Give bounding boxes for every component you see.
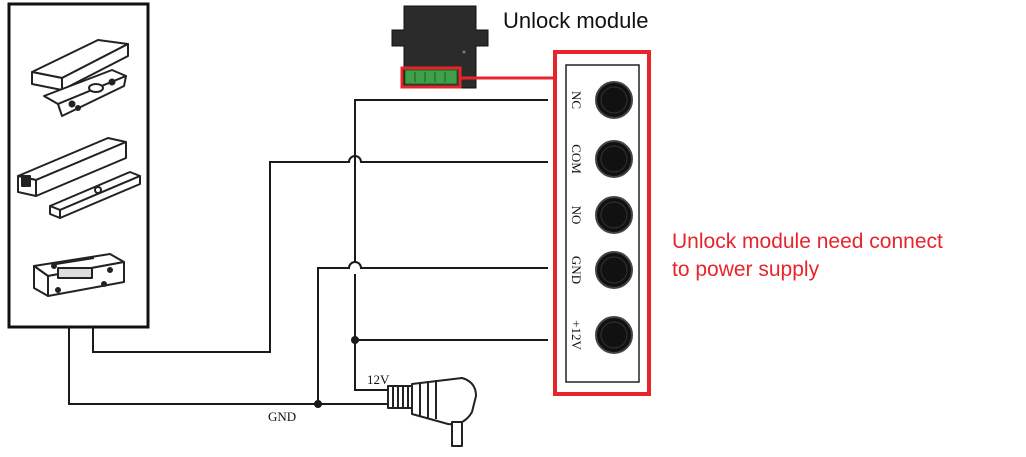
terminal-no: NO xyxy=(569,196,633,234)
terminal-label: NO xyxy=(569,206,584,225)
junction-dot xyxy=(314,400,322,408)
electric-strike-icon xyxy=(31,39,129,117)
magnetic-lock-icon xyxy=(17,137,141,219)
terminal-label: COM xyxy=(569,144,584,174)
terminal-panel: NC COM NO GND +12V xyxy=(553,50,651,396)
junction-dot xyxy=(351,336,359,344)
wires xyxy=(68,99,548,405)
module-title: Unlock module xyxy=(503,8,649,33)
terminal-block xyxy=(404,69,458,85)
wire-12v xyxy=(354,274,396,391)
terminal-label: NC xyxy=(569,91,584,109)
wire-lock-ground xyxy=(68,326,396,405)
power-note-line2: to power supply xyxy=(672,258,820,281)
power-adapter-icon xyxy=(387,377,477,447)
wire-nc xyxy=(354,99,548,155)
terminal-plus12v: +12V xyxy=(569,316,633,354)
unlock-module xyxy=(391,5,489,89)
label-12v: 12V xyxy=(367,372,390,387)
terminal-nc: NC xyxy=(569,81,633,119)
terminal-com: COM xyxy=(569,140,633,178)
terminal-label: +12V xyxy=(569,320,584,350)
bolt-lock-icon xyxy=(33,253,125,297)
power-note-line1: Unlock module need connect xyxy=(672,230,943,253)
wire-com xyxy=(92,155,548,353)
terminal-gnd: GND xyxy=(569,251,633,289)
wire-gnd xyxy=(317,261,548,404)
lock-panel xyxy=(7,2,150,329)
terminal-label: GND xyxy=(569,256,584,284)
label-gnd: GND xyxy=(268,409,296,424)
